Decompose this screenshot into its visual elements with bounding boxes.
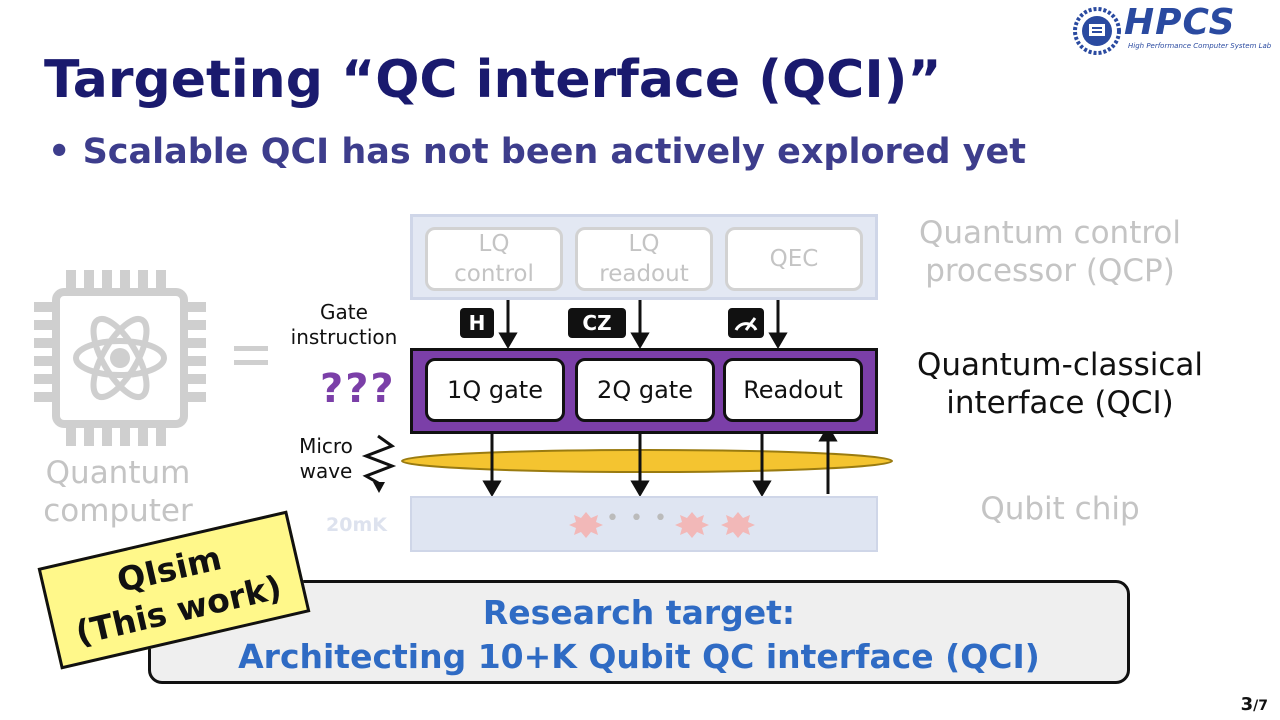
qubit-chip-label: Qubit chip (980, 491, 1140, 527)
measurement-icon (728, 308, 764, 338)
cz-gate-badge: CZ (568, 308, 626, 338)
1q-gate-block: 1Q gate (425, 358, 565, 422)
logo-text: HPCS (1124, 2, 1236, 43)
research-target-text: Architecting 10+K Qubit QC interface (QC… (238, 637, 1040, 676)
unknown-marker: ??? (320, 366, 396, 412)
hpcs-logo (1072, 6, 1272, 56)
slide-title: Targeting “QC interface (QCI)” (44, 50, 942, 110)
research-target-box: Research target: Architecting 10+K Qubit… (148, 580, 1130, 684)
page-number: 3/7 (1240, 694, 1268, 715)
research-target-heading: Research target: (482, 593, 796, 632)
qec-block: QEC (725, 227, 863, 291)
bullet-text: Scalable QCI has not been actively explo… (82, 132, 1027, 172)
university-seal-icon (1073, 7, 1121, 55)
qubit-icons (569, 512, 755, 538)
logo-subtitle: High Performance Computer System Lab (1128, 42, 1272, 50)
qubit-ellipsis: • • • (606, 506, 669, 531)
qubit-chip-block: • • • (410, 496, 878, 552)
temperature-label: 20mK (326, 514, 387, 536)
qci-to-chip-arrows (482, 425, 838, 497)
h-gate-badge: H (460, 308, 494, 338)
readout-block: Readout (723, 358, 863, 422)
gate-instruction-arrows (498, 300, 788, 349)
bullet-point: • Scalable QCI has not been actively exp… (48, 132, 1027, 172)
microwave-wave-icon (361, 434, 397, 493)
2q-gate-block: 2Q gate (575, 358, 715, 422)
qci-block: 1Q gate 2Q gate Readout (410, 348, 878, 434)
quantum-chip-icon (34, 270, 206, 446)
equals-sign (234, 346, 268, 365)
microwave-cable (401, 449, 893, 473)
